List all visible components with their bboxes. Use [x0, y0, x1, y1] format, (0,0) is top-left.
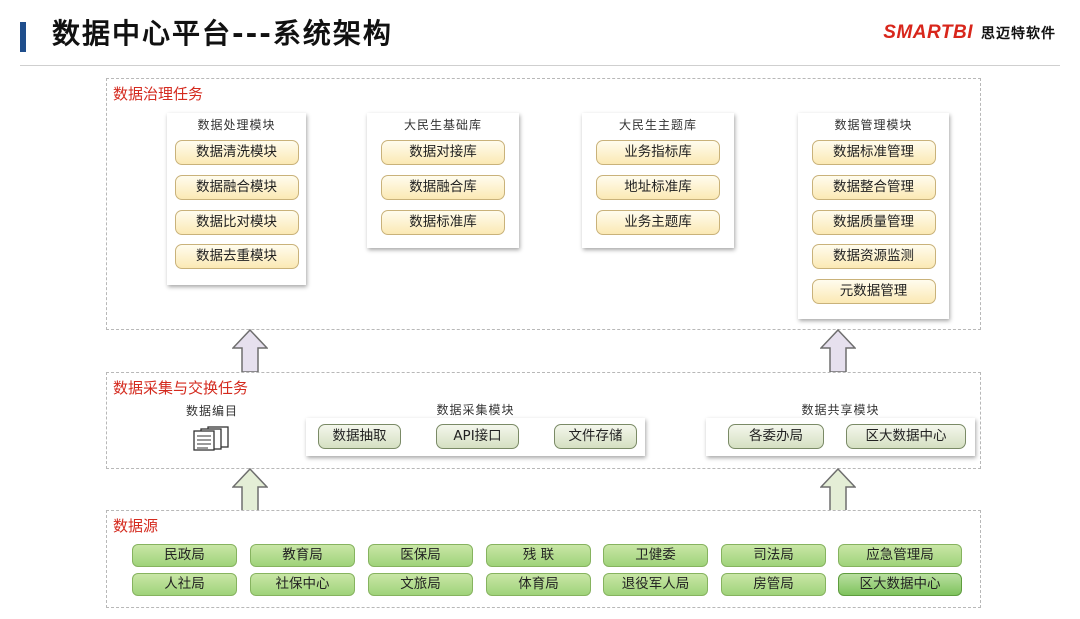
up-arrow-icon [232, 468, 268, 512]
pill-data-fusion: 数据融合模块 [174, 175, 299, 200]
data-sharing-module: 各委办局 区大数据中心 [706, 418, 975, 456]
governance-section-title: 数据治理任务 [113, 85, 204, 103]
pill-district-big-data-center: 区大数据中心 [846, 424, 966, 449]
module-title: 数据管理模块 [834, 118, 913, 132]
data-collection-module: 数据抽取 API接口 文件存储 [306, 418, 645, 456]
brand-logo: SMARTBI [883, 22, 973, 43]
source-human-resources: 人社局 [132, 573, 237, 596]
pill-resource-monitor: 数据资源监测 [811, 244, 936, 269]
pill-data-dedup: 数据去重模块 [174, 244, 299, 269]
source-emergency-mgmt: 应急管理局 [838, 544, 962, 567]
collection-section-title: 数据采集与交换任务 [113, 379, 249, 397]
brand-name: 思迈特软件 [981, 26, 1056, 42]
data-catalog: 数据编目 [175, 402, 249, 455]
pill-data-comparison: 数据比对模块 [174, 210, 299, 235]
source-disabled-federation: 残 联 [486, 544, 591, 567]
brand: SMARTBI 思迈特软件 [883, 20, 1056, 46]
document-stack-icon [193, 426, 229, 451]
source-social-security-center: 社保中心 [250, 573, 355, 596]
share-module-title: 数据共享模块 [801, 403, 880, 417]
pill-api-interface: API接口 [436, 424, 519, 449]
up-arrow-icon [232, 329, 268, 373]
source-district-big-data-center: 区大数据中心 [838, 573, 962, 596]
pill-file-storage: 文件存储 [554, 424, 637, 449]
pill-data-docking-lib: 数据对接库 [381, 140, 505, 165]
pill-business-indicator-lib: 业务指标库 [596, 140, 720, 165]
pill-data-fusion-lib: 数据融合库 [381, 175, 505, 200]
catalog-title: 数据编目 [185, 404, 238, 418]
up-arrow-icon [820, 329, 856, 373]
pill-standard-mgmt: 数据标准管理 [811, 140, 936, 165]
pill-address-standard-lib: 地址标准库 [596, 175, 720, 200]
module-title: 大民生基础库 [403, 118, 482, 132]
source-civil-affairs: 民政局 [132, 544, 237, 567]
livelihood-theme-library: 大民生主题库 业务指标库 地址标准库 业务主题库 [582, 113, 734, 248]
data-source-section-title: 数据源 [113, 517, 159, 535]
up-arrow-icon [820, 468, 856, 512]
source-culture-tourism: 文旅局 [368, 573, 473, 596]
source-education: 教育局 [250, 544, 355, 567]
pill-quality-mgmt: 数据质量管理 [811, 210, 936, 235]
pill-data-standard-lib: 数据标准库 [381, 210, 505, 235]
data-management-module: 数据管理模块 数据标准管理 数据整合管理 数据质量管理 数据资源监测 元数据管理 [798, 113, 949, 319]
pill-integration-mgmt: 数据整合管理 [811, 175, 936, 200]
source-medical-insurance: 医保局 [368, 544, 473, 567]
module-title: 大民生主题库 [618, 118, 697, 132]
page-title: 数据中心平台---系统架构 [52, 17, 393, 50]
source-health-commission: 卫健委 [603, 544, 708, 567]
source-sports: 体育局 [486, 573, 591, 596]
pill-data-extraction: 数据抽取 [318, 424, 401, 449]
data-processing-module: 数据处理模块 数据清洗模块 数据融合模块 数据比对模块 数据去重模块 [167, 113, 306, 285]
pill-data-cleansing: 数据清洗模块 [174, 140, 299, 165]
pill-committees-bureaus: 各委办局 [728, 424, 824, 449]
title-accent-bar [20, 22, 26, 52]
module-title: 数据处理模块 [197, 118, 276, 132]
pill-metadata-mgmt: 元数据管理 [811, 279, 936, 304]
source-housing: 房管局 [721, 573, 826, 596]
livelihood-base-library: 大民生基础库 数据对接库 数据融合库 数据标准库 [367, 113, 519, 248]
source-veterans-affairs: 退役军人局 [603, 573, 708, 596]
source-justice: 司法局 [721, 544, 826, 567]
pill-business-theme-lib: 业务主题库 [596, 210, 720, 235]
collect-module-title: 数据采集模块 [436, 403, 515, 417]
header-divider [20, 65, 1060, 66]
